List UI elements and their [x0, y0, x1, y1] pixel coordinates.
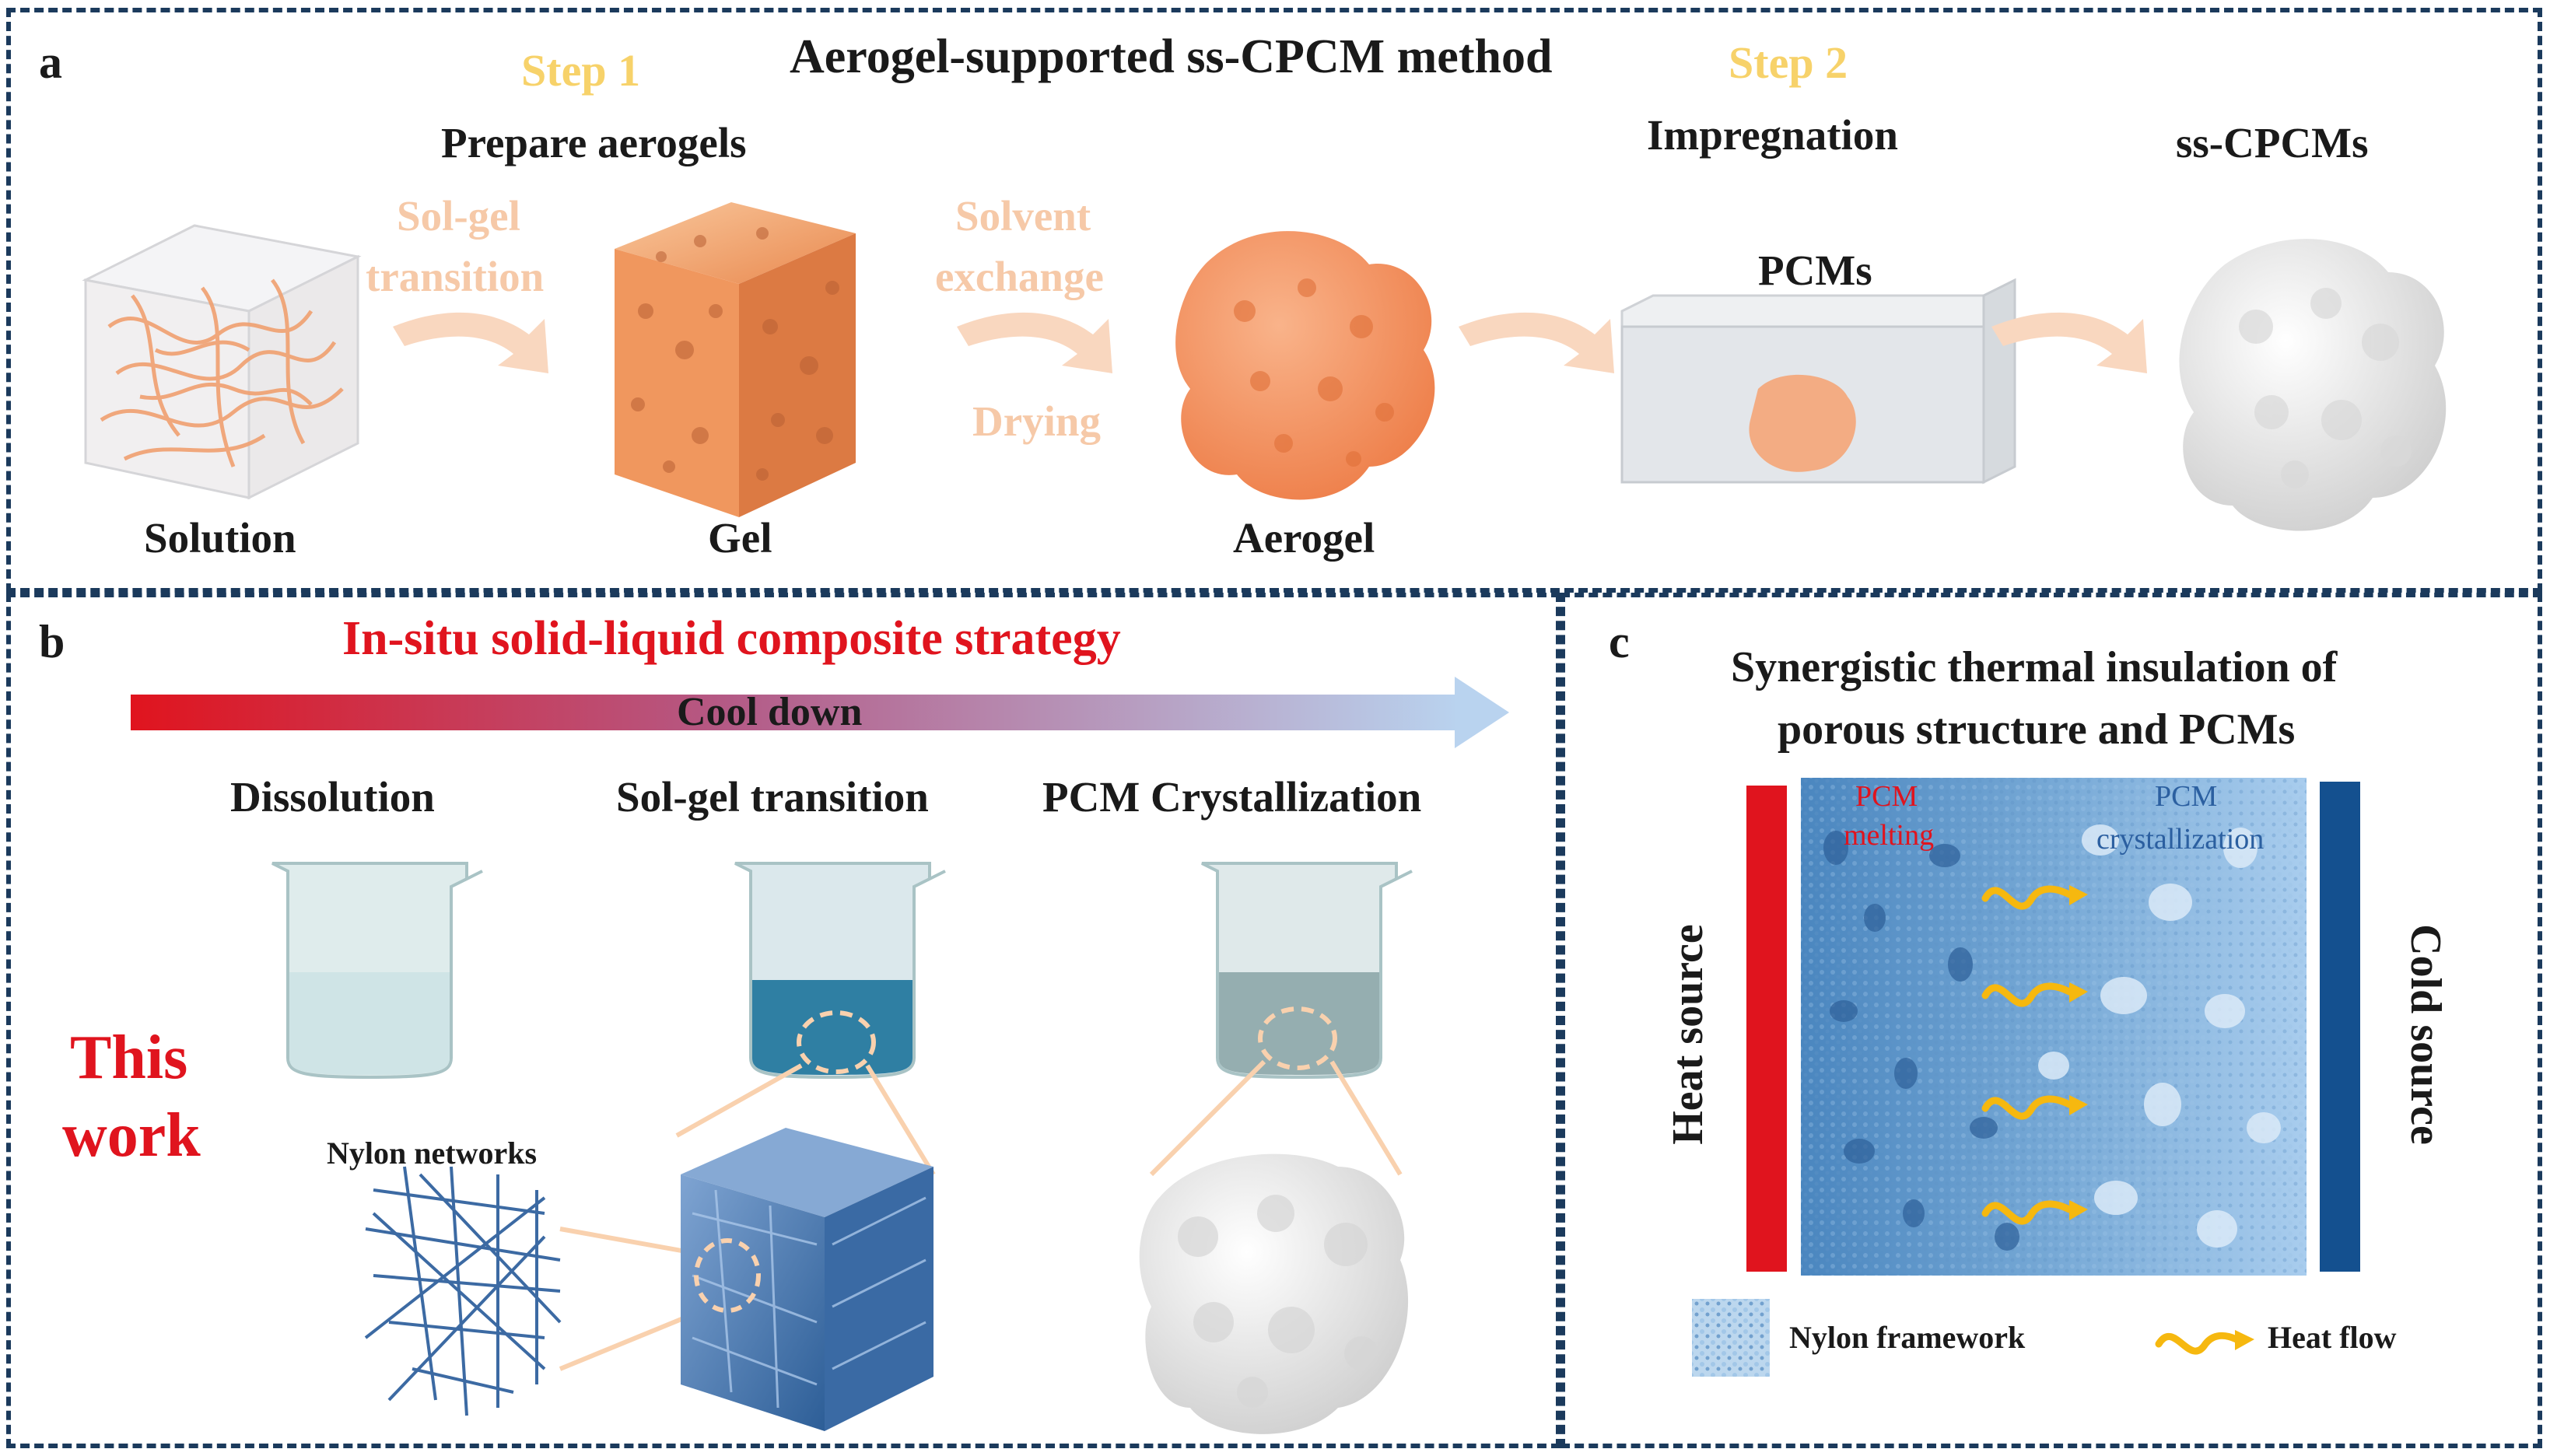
gel-label: Gel: [708, 514, 772, 562]
aerogel-label: Aerogel: [1233, 514, 1375, 562]
step-2-label: Step 2: [1729, 37, 1848, 88]
beaker-dissolution: [271, 862, 483, 1080]
impregnation-label: Impregnation: [1647, 111, 1898, 159]
panel-c-title-2: porous structure and PCMs: [1778, 705, 2296, 754]
ss-cpcm-blob: [2179, 239, 2447, 531]
panel-b-letter: b: [39, 616, 65, 667]
pcms-label: PCMs: [1758, 247, 1872, 294]
legend-heat-arrowhead: [2235, 1330, 2254, 1350]
panel-c-title-1: Synergistic thermal insulation of: [1731, 643, 2338, 691]
dissolution-label: Dissolution: [230, 773, 435, 821]
pcm-crystallization-label: PCM Crystallization: [1042, 773, 1422, 821]
pcm-cryst-label-2: crystallization: [2096, 823, 2265, 856]
zoom-lines: [559, 1059, 1403, 1371]
heat-flow-arrowheads: [2069, 885, 2088, 1220]
panel-b-frame: [6, 593, 1560, 1448]
drying-label: Drying: [972, 397, 1101, 445]
crystallized-cube: [1139, 1153, 1409, 1434]
porous-structure-image: [1801, 778, 2307, 1276]
solution-cube: [82, 224, 362, 500]
solution-label: Solution: [144, 514, 296, 562]
panel-a-arrows: [393, 312, 2147, 373]
step-1-label: Step 1: [521, 45, 641, 96]
panel-a-frame: [6, 8, 2542, 593]
legend-framework-label: Nylon framework: [1789, 1320, 2026, 1355]
beaker-sol-gel: [734, 862, 946, 1080]
this-label: This: [70, 1024, 188, 1092]
cold-source-bar: [2320, 782, 2360, 1272]
prepare-aerogels-label: Prepare aerogels: [441, 119, 747, 166]
heat-source-bar: [1746, 786, 1787, 1272]
solvent-label-1: Solvent: [955, 192, 1091, 240]
beaker-crystallization: [1201, 862, 1413, 1080]
sol-gel-transition-label: Sol-gel transition: [616, 773, 929, 821]
panel-c-frame: [1560, 593, 2542, 1448]
legend-heat-label: Heat flow: [2268, 1320, 2397, 1355]
panel-a-letter: a: [39, 37, 62, 88]
pcm-melting-label-2: melting: [1844, 819, 1935, 852]
nylon-network: [364, 1166, 562, 1416]
nylon-networks-label: Nylon networks: [327, 1136, 538, 1171]
sol-gel-label-1: Sol-gel: [397, 192, 520, 240]
legend-framework-swatch: [1692, 1299, 1770, 1377]
panel-b-title: In-situ solid-liquid composite strategy: [342, 612, 1121, 665]
cold-source-label: Cold source: [2401, 924, 2450, 1145]
sol-gel-label-2: transition: [366, 253, 545, 300]
pcm-tray: [1620, 278, 2016, 485]
work-label: work: [62, 1101, 201, 1170]
legend-heat-swatch: [2155, 1332, 2240, 1355]
solvent-label-2: exchange: [935, 253, 1104, 300]
ss-cpcms-label: ss-CPCMs: [2176, 119, 2369, 166]
panel-a-title: Aerogel-supported ss-CPCM method: [790, 30, 1553, 83]
heat-source-label: Heat source: [1664, 924, 1712, 1145]
cool-down-arrow: [131, 677, 1509, 748]
heat-flow-arrows: [1981, 885, 2073, 1225]
blue-gel-cube: [681, 1128, 933, 1431]
gel-cube: [615, 202, 856, 517]
cool-down-label: Cool down: [677, 690, 863, 734]
panel-c-letter: c: [1609, 616, 1630, 667]
pcm-cryst-label-1: PCM: [2155, 780, 2218, 813]
aerogel-blob: [1175, 231, 1435, 500]
pcm-melting-label-1: PCM: [1855, 780, 1918, 813]
